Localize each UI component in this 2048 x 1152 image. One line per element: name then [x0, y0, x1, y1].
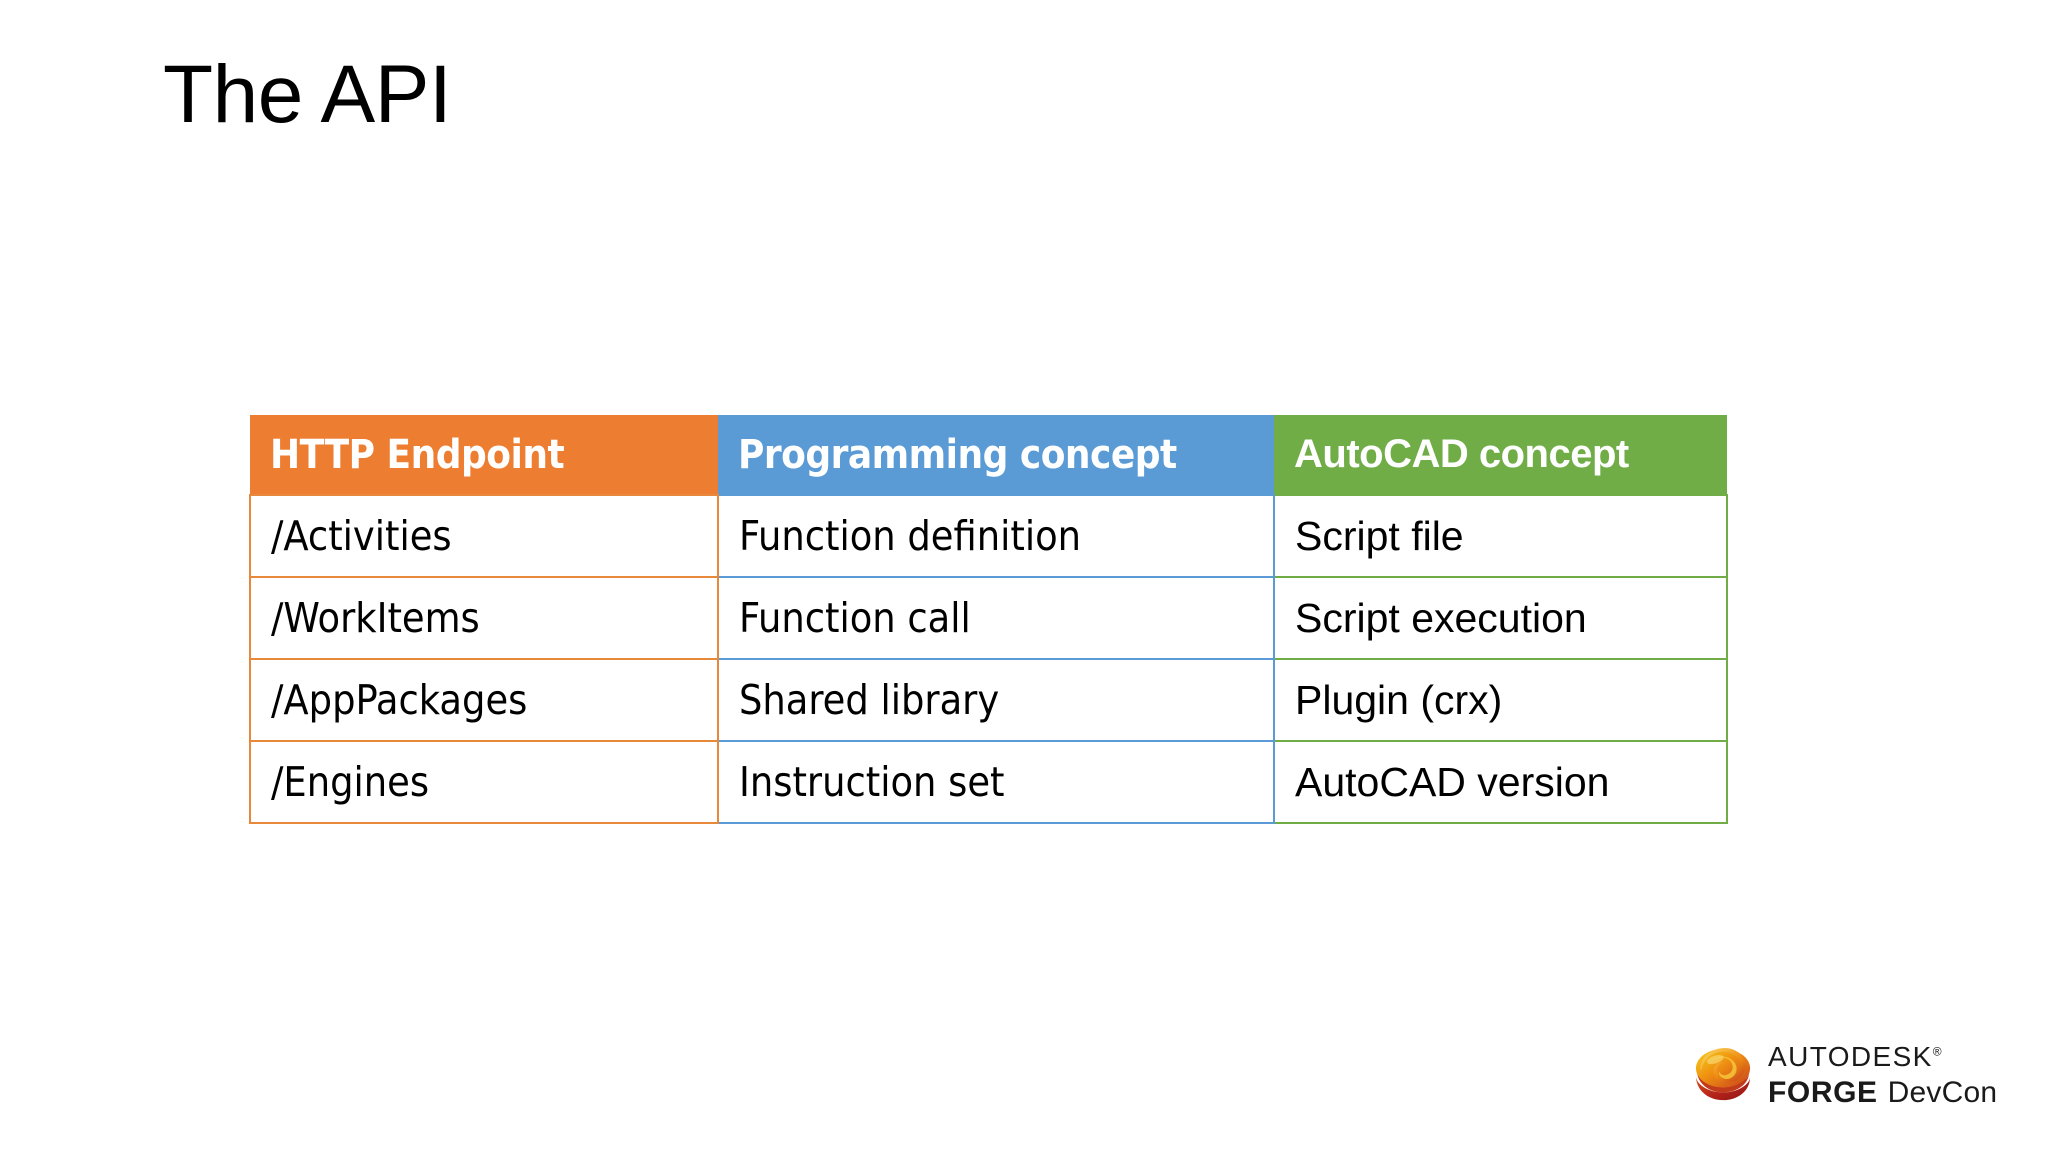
registered-trademark-icon: ® — [1932, 1044, 1942, 1059]
column-header-autocad-concept: AutoCAD concept — [1274, 415, 1727, 495]
autodesk-forge-devcon-logo: AUTODESK® FORGE DevCon — [1692, 1043, 1997, 1108]
cell-autocad: Plugin (crx) — [1273, 658, 1728, 742]
table-row: /Engines Instruction set AutoCAD version — [249, 740, 1728, 824]
logo-product-forge: FORGE — [1768, 1076, 1878, 1109]
api-concept-table: HTTP Endpoint Programming concept AutoCA… — [249, 415, 1728, 824]
logo-product-line: FORGE DevCon — [1768, 1078, 1997, 1108]
cell-programming: Shared library — [717, 658, 1275, 742]
table-header: HTTP Endpoint Programming concept AutoCA… — [250, 415, 1727, 495]
cell-programming: Function definition — [717, 494, 1275, 578]
logo-brand-autodesk: AUTODESK — [1768, 1041, 1933, 1072]
table-row: /WorkItems Function call Script executio… — [249, 576, 1728, 660]
cell-programming: Instruction set — [717, 740, 1275, 824]
cell-autocad: Script file — [1273, 494, 1728, 578]
table-row: /AppPackages Shared library Plugin (crx) — [249, 658, 1728, 742]
autodesk-forge-swirl-icon — [1695, 1047, 1751, 1100]
column-header-programming-concept: Programming concept — [718, 415, 1274, 495]
column-header-http-endpoint: HTTP Endpoint — [250, 415, 718, 495]
cell-programming: Function call — [717, 576, 1275, 660]
cell-endpoint: /AppPackages — [249, 658, 719, 742]
table-row: /Activities Function definition Script f… — [249, 494, 1728, 578]
logo-event-devcon: DevCon — [1887, 1076, 1998, 1109]
page-title: The API — [163, 49, 452, 140]
logo-wordmark: AUTODESK® FORGE DevCon — [1768, 1043, 1997, 1108]
cell-autocad: AutoCAD version — [1273, 740, 1728, 824]
table-header-row: HTTP Endpoint Programming concept AutoCA… — [250, 415, 1727, 495]
table-body: /Activities Function definition Script f… — [249, 494, 1728, 824]
logo-brand-line: AUTODESK® — [1768, 1043, 1997, 1071]
cell-endpoint: /Engines — [249, 740, 719, 824]
cell-endpoint: /WorkItems — [249, 576, 719, 660]
cell-endpoint: /Activities — [249, 494, 719, 578]
cell-autocad: Script execution — [1273, 576, 1728, 660]
